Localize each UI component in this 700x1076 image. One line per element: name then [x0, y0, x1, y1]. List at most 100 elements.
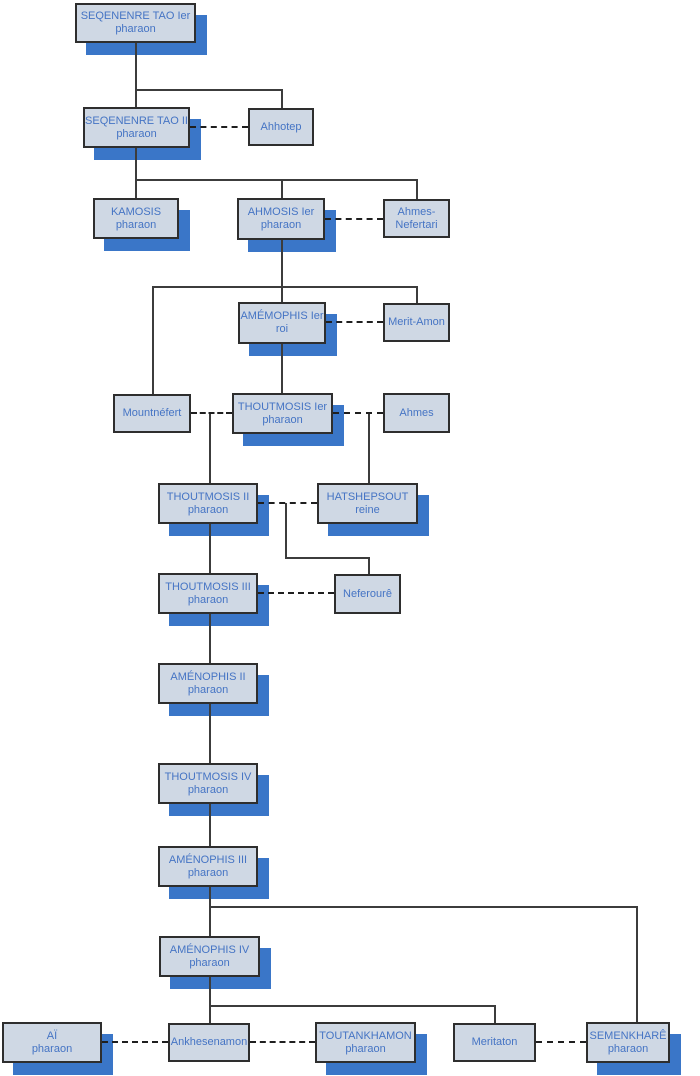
marriage-line-38 — [536, 1041, 586, 1043]
descent-line-1 — [135, 89, 282, 91]
marriage-line-36 — [102, 1041, 168, 1043]
node-name: AÏ — [46, 1029, 58, 1042]
node-title: pharaon — [260, 219, 302, 231]
node-title: pharaon — [189, 956, 230, 969]
node-name: SEQENENRE TAO II — [85, 114, 188, 127]
node-title: pharaon — [115, 23, 156, 35]
node-name: SEQENENRE TAO Ier — [80, 10, 191, 22]
descent-line-11 — [152, 286, 154, 394]
descent-line-18 — [368, 557, 370, 574]
node-name: Ahhotep — [260, 120, 302, 133]
node-title: pharaon — [345, 1042, 386, 1055]
descent-line-17 — [285, 557, 370, 559]
node-ankhesenamon: Ankhesenamon — [168, 1023, 250, 1062]
node-name: KAMOSIS — [110, 205, 162, 218]
node-name: AMÉMOPHIS Ier — [240, 310, 324, 322]
marriage-line-33 — [333, 412, 383, 414]
node-title: pharaon — [116, 127, 157, 140]
descent-line-13 — [281, 344, 283, 393]
descent-line-3 — [135, 89, 137, 107]
marriage-line-35 — [258, 592, 334, 594]
node-name: Ankhesenamon — [170, 1036, 248, 1048]
node-title: pharaon — [187, 783, 229, 796]
node-title: pharaon — [607, 1042, 649, 1055]
node-name: THOUTMOSIS Ier — [237, 400, 328, 413]
node-merit-amon: Merit-Amon — [383, 303, 450, 342]
descent-line-19 — [209, 524, 211, 573]
descent-line-8 — [416, 179, 418, 199]
node-title: pharaon — [262, 413, 303, 426]
descent-line-15 — [368, 413, 370, 483]
marriage-line-34 — [258, 502, 317, 504]
node-ahmes-nefertari: Ahmes-Nefertari — [383, 199, 450, 238]
marriage-line-37 — [250, 1041, 315, 1043]
descent-line-4 — [135, 148, 137, 179]
node-name: Merit-Amon — [388, 316, 445, 328]
node-name: AHMOSIS Ier — [247, 206, 315, 218]
node-title: pharaon — [31, 1042, 73, 1055]
descent-line-26 — [209, 977, 211, 1023]
descent-line-7 — [281, 179, 283, 198]
descent-line-25 — [636, 906, 638, 1022]
descent-line-27 — [209, 1005, 496, 1007]
node-name: AMÉNOPHIS III — [168, 853, 248, 866]
node-title: Nefertari — [395, 218, 438, 231]
node-name: SEMENKHARÊ — [589, 1029, 667, 1042]
marriage-line-32 — [191, 412, 232, 414]
descent-line-2 — [281, 89, 283, 108]
descent-line-28 — [494, 1005, 496, 1023]
descent-line-6 — [135, 179, 137, 198]
node-name: AMÉNOPHIS II — [170, 670, 246, 683]
node-name: Ahmes- — [397, 205, 436, 218]
node-title: pharaon — [187, 683, 229, 696]
node-name: Meritaton — [471, 1036, 518, 1048]
marriage-line-29 — [190, 126, 248, 128]
descent-line-21 — [209, 704, 211, 763]
node-name: TOUTANKHAMON — [319, 1029, 412, 1042]
node-title: pharaon — [115, 218, 157, 231]
descent-line-22 — [209, 804, 211, 846]
descent-line-10 — [152, 286, 418, 288]
descent-line-16 — [285, 503, 287, 557]
node-name: HATSHEPSOUT — [326, 490, 409, 503]
node-title: roi — [275, 323, 289, 335]
node-mountnefert: Mountnéfert — [113, 394, 191, 433]
node-title: pharaon — [187, 593, 229, 606]
descent-line-24 — [209, 906, 638, 908]
node-meritaton: Meritaton — [453, 1023, 536, 1062]
node-name: THOUTMOSIS II — [166, 490, 250, 503]
node-name: Neferourê — [343, 587, 392, 600]
node-title: pharaon — [187, 866, 229, 879]
node-name: THOUTMOSIS III — [165, 580, 251, 593]
node-name: THOUTMOSIS IV — [164, 770, 252, 783]
marriage-line-30 — [325, 218, 383, 220]
node-ahmes: Ahmes — [383, 393, 450, 433]
node-title: reine — [355, 503, 380, 516]
node-name: Ahmes — [399, 406, 434, 419]
descent-line-9 — [281, 240, 283, 302]
node-title: pharaon — [187, 503, 229, 516]
marriage-line-31 — [326, 321, 383, 323]
descent-line-23 — [209, 887, 211, 936]
descent-line-14 — [209, 413, 211, 483]
node-neferoure: Neferourê — [334, 574, 401, 614]
descent-line-0 — [135, 43, 137, 89]
descent-line-20 — [209, 614, 211, 663]
